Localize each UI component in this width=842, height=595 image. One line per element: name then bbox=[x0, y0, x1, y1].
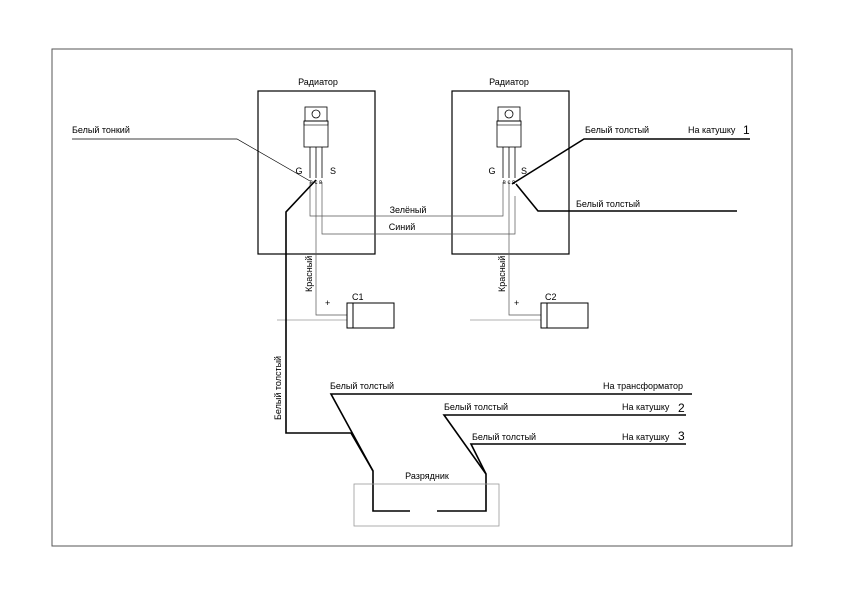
wire-white-thick-top2-label: Белый толстый bbox=[576, 199, 640, 209]
wire-green: Зелёный bbox=[309, 182, 504, 217]
transistor-right: G S в c в bbox=[488, 106, 527, 186]
pin-g-left: G bbox=[295, 166, 302, 176]
pin-s-right: S bbox=[521, 166, 527, 176]
wire-red-left: Красный bbox=[304, 182, 347, 316]
wire-white-thick-right: Белый толстый bbox=[515, 183, 737, 212]
to-coil-3-number: 3 bbox=[678, 429, 685, 443]
capacitor-c1-plus: + bbox=[325, 298, 330, 308]
wire-red-left-label: Красный bbox=[304, 256, 314, 292]
capacitor-c1-label: C1 bbox=[352, 292, 364, 302]
to-coil-1-number: 1 bbox=[743, 123, 750, 137]
wire-white-thin: Белый тонкий bbox=[72, 125, 311, 182]
capacitor-c2: C2 + bbox=[470, 292, 589, 329]
capacitor-c2-label: C2 bbox=[545, 292, 557, 302]
transistor-left: G S в c в bbox=[295, 106, 336, 186]
wire-white-thick-bottom3-label: Белый толстый bbox=[472, 432, 536, 442]
wire-white-thin-label: Белый тонкий bbox=[72, 125, 130, 135]
wire-blue: Синий bbox=[321, 182, 516, 235]
radiator-left: Радиатор G S в c в bbox=[257, 77, 376, 255]
wire-red-right: Красный bbox=[497, 182, 541, 316]
wire-green-label: Зелёный bbox=[390, 205, 427, 215]
wire-white-thick-top1-label: Белый толстый bbox=[585, 125, 649, 135]
to-transformer-label: На трансформатор bbox=[603, 381, 683, 391]
wire-white-thick-coil3: Белый толстый На катушку 3 bbox=[469, 429, 686, 475]
to-coil-1-label: На катушку bbox=[688, 125, 736, 135]
capacitor-c2-plus: + bbox=[514, 298, 519, 308]
wire-blue-label: Синий bbox=[389, 222, 416, 232]
spark-gap: Разрядник bbox=[353, 471, 500, 527]
to-coil-2-number: 2 bbox=[678, 401, 685, 415]
spark-gap-label: Разрядник bbox=[405, 471, 449, 481]
pin-s-left: S bbox=[330, 166, 336, 176]
page-frame bbox=[51, 48, 793, 547]
to-coil-2-label: На катушку bbox=[622, 402, 670, 412]
wire-white-thick-coil1: Белый толстый На катушку 1 bbox=[511, 123, 750, 185]
wire-white-thick-transformer: Белый толстый На трансформатор bbox=[329, 381, 692, 472]
radiator-right-label: Радиатор bbox=[489, 77, 529, 87]
wire-white-thick-bottom2-label: Белый толстый bbox=[444, 402, 508, 412]
wire-white-thick-coil2: Белый толстый На катушку 2 bbox=[437, 401, 686, 512]
wire-white-thick-bottom1-label: Белый толстый bbox=[330, 381, 394, 391]
pin-g-right: G bbox=[488, 166, 495, 176]
capacitor-c1: C1 + bbox=[277, 292, 395, 329]
radiator-right: Радиатор G S в c в bbox=[451, 77, 570, 255]
wire-white-thick-vertical-label: Белый толстый bbox=[273, 356, 283, 420]
wire-red-right-label: Красный bbox=[497, 256, 507, 292]
to-coil-3-label: На катушку bbox=[622, 432, 670, 442]
wire-white-thick-vertical: Белый толстый bbox=[273, 179, 410, 512]
radiator-left-label: Радиатор bbox=[298, 77, 338, 87]
